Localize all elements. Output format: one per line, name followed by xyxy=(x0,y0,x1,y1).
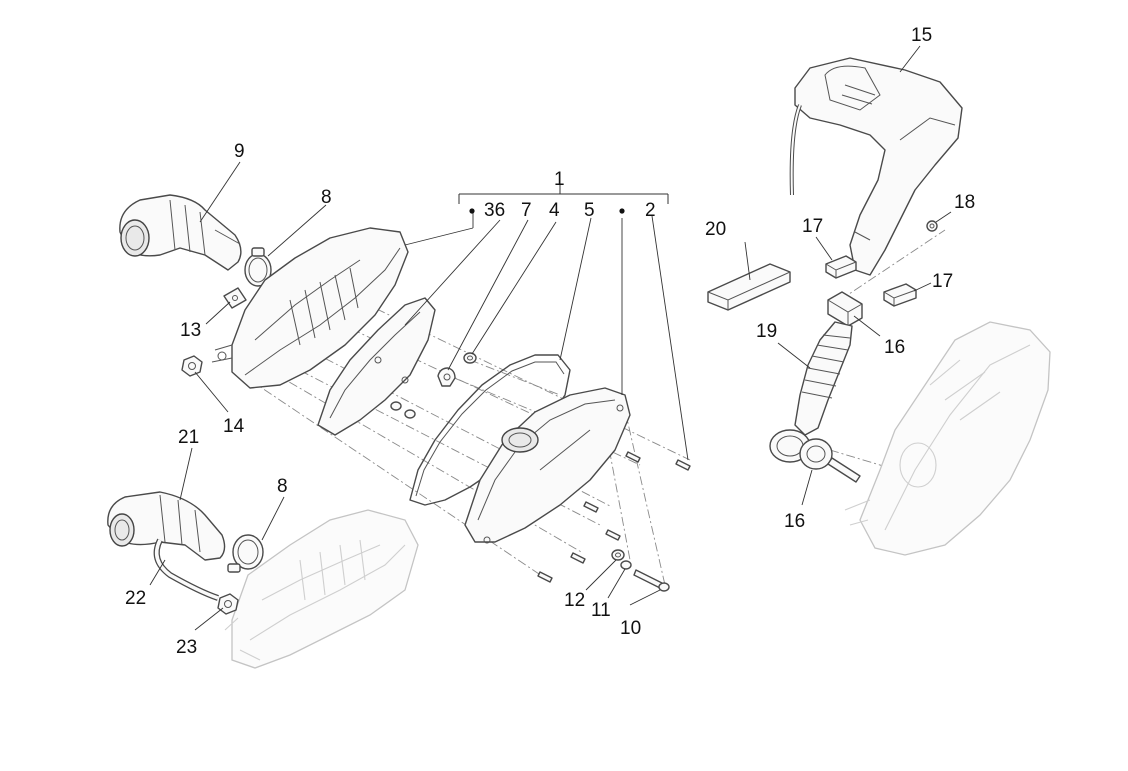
part-21-intake-elbow xyxy=(107,491,226,561)
leader-lines xyxy=(149,45,952,631)
part-9-intake-elbow xyxy=(119,194,242,271)
part-8-clamp-upper xyxy=(244,247,272,287)
part-17-pad-a xyxy=(825,255,857,279)
callout-labels: 1 36 7 4 5 2 9 8 13 14 21 8 22 23 12 11 … xyxy=(125,25,975,658)
callout-14: 14 xyxy=(223,416,245,437)
callout-19: 19 xyxy=(756,321,777,342)
part-16-connector xyxy=(827,291,863,327)
callout-7: 7 xyxy=(521,200,532,221)
part-12-washer xyxy=(611,549,625,561)
group-1-bracket xyxy=(458,184,669,214)
ghost-housing-right xyxy=(844,321,1051,556)
ghost-housing-lower-left xyxy=(224,509,419,669)
callout-5: 5 xyxy=(584,200,595,221)
part-16-drain-plug xyxy=(799,438,861,483)
callout-10: 10 xyxy=(620,618,641,639)
callout-23: 23 xyxy=(176,637,197,658)
callout-18: 18 xyxy=(954,192,975,213)
housing-cover xyxy=(464,387,631,544)
callout-9: 9 xyxy=(234,141,245,162)
kit-marker-dot-36 xyxy=(469,208,475,214)
part-11-washer xyxy=(620,560,632,570)
part-10-bolt xyxy=(633,569,670,592)
part-8-clamp-lower xyxy=(227,534,264,573)
part-22-hose xyxy=(153,538,219,601)
callout-8-lower: 8 xyxy=(277,476,288,497)
part-20-foam-block xyxy=(707,263,791,311)
part-4-washer xyxy=(463,352,477,364)
part-36-filter-plate xyxy=(317,297,436,436)
callout-20: 20 xyxy=(705,219,726,240)
part-18-screw xyxy=(926,220,938,232)
callout-4: 4 xyxy=(549,200,560,221)
housing-main-left xyxy=(211,227,409,389)
callout-8-upper: 8 xyxy=(321,187,332,208)
part-14-nut xyxy=(181,355,203,377)
screws-group xyxy=(537,451,691,583)
callout-15: 15 xyxy=(911,25,932,46)
callout-21: 21 xyxy=(178,427,199,448)
callout-22: 22 xyxy=(125,588,146,609)
callout-1: 1 xyxy=(554,169,565,190)
part-7-grommet xyxy=(437,367,456,387)
callout-16-b: 16 xyxy=(784,511,805,532)
callout-17-b: 17 xyxy=(932,271,953,292)
part-23-nut xyxy=(217,593,239,615)
part-15-upper-duct xyxy=(789,57,963,276)
callout-16-a: 16 xyxy=(884,337,905,358)
part-5-gasket xyxy=(409,354,571,506)
callout-36: 36 xyxy=(484,200,505,221)
callout-11: 11 xyxy=(591,600,611,621)
kit-marker-dot-2 xyxy=(619,208,625,214)
small-fittings-group xyxy=(390,401,416,419)
callout-2: 2 xyxy=(645,200,656,221)
callout-12: 12 xyxy=(564,590,585,611)
callout-13: 13 xyxy=(180,320,201,341)
part-17-pad-b xyxy=(883,283,917,307)
callout-17-a: 17 xyxy=(802,216,823,237)
